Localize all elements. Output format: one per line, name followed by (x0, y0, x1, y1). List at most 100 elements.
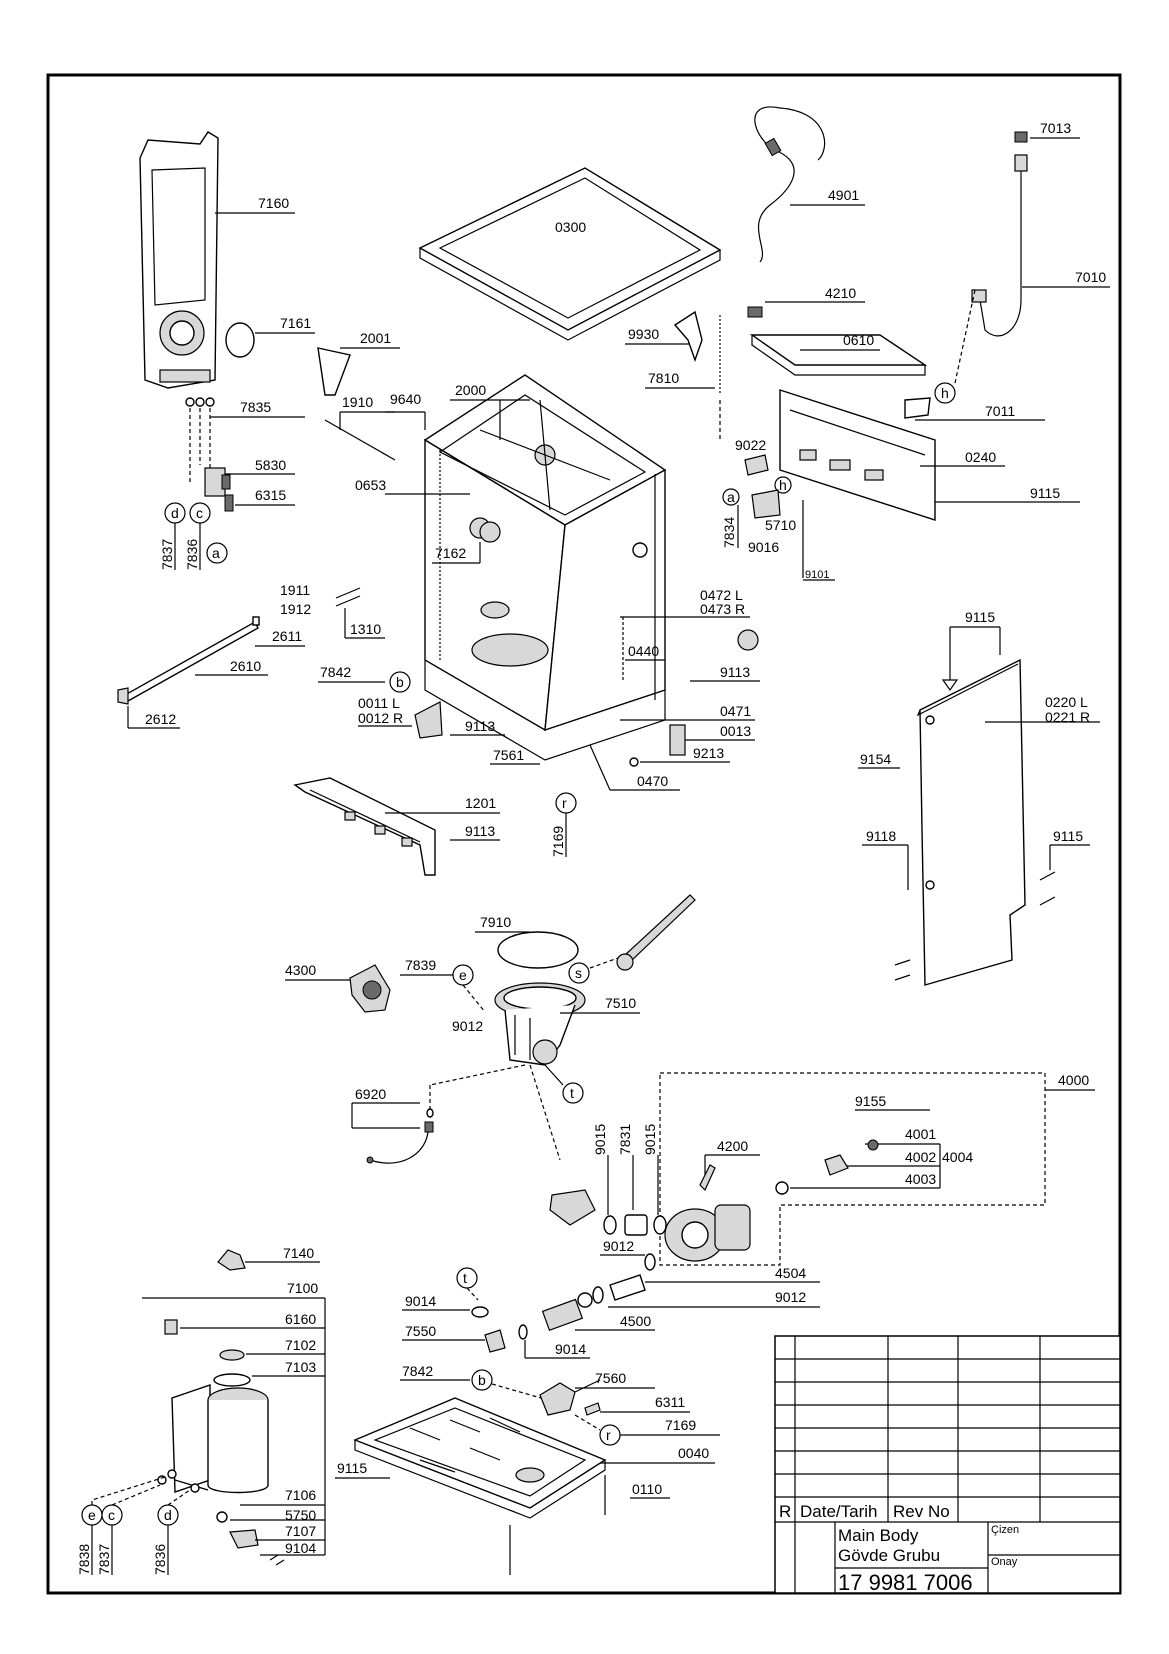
label-0300: 0300 (555, 219, 586, 235)
callout-b1 (389, 671, 411, 693)
part-6311 (584, 1402, 601, 1416)
label-4000: 4000 (1058, 1072, 1089, 1088)
label-7107: 7107 (285, 1523, 316, 1539)
part-sensor-6920 (426, 1108, 434, 1118)
title-drawn-label: Çizen (991, 1524, 1019, 1536)
callout-s1-text: s (575, 965, 582, 981)
label-9022: 9022 (735, 437, 766, 453)
callout-t2-text: t (463, 1270, 467, 1286)
label-7835: 7835 (240, 399, 271, 415)
label-7013: 7013 (1040, 120, 1071, 136)
part-gasket-7910 (497, 931, 579, 969)
label-1910: 1910 (342, 394, 373, 410)
callout-a1 (206, 542, 228, 564)
label-9115a: 9115 (1030, 485, 1060, 501)
part-6160 (164, 1319, 178, 1335)
label-4200: 4200 (717, 1138, 748, 1154)
part-9213 (629, 757, 639, 767)
callout-t1 (562, 1082, 584, 1104)
label-2000: 2000 (455, 382, 486, 398)
label-7161: 7161 (280, 315, 311, 331)
label-0472: 0472 L (700, 587, 743, 603)
part-rail-2610 (117, 616, 260, 705)
part-1310 (335, 587, 361, 607)
label-7510: 7510 (605, 995, 636, 1011)
part-base-tray-0040 (353, 1397, 607, 1519)
part-side-air-panel (139, 131, 219, 407)
callout-b2 (471, 1369, 493, 1391)
callout-d2-text: d (164, 1507, 172, 1523)
label-1201: 1201 (465, 795, 496, 811)
label-9012b: 9012 (603, 1238, 634, 1254)
part-drain-pump-4500 (541, 1292, 593, 1331)
part-bracket-7011 (904, 397, 931, 419)
callout-a2-text: a (727, 489, 735, 505)
label-4300: 4300 (285, 962, 316, 978)
part-4002 (824, 1154, 849, 1176)
label-7102: 7102 (285, 1337, 316, 1353)
label-7011: 7011 (985, 403, 1015, 419)
label-0221: 0221 R (1045, 709, 1090, 725)
label-7810: 7810 (648, 370, 679, 386)
label-7837b: 7837 (96, 1544, 112, 1575)
label-7834: 7834 (721, 517, 737, 548)
part-drain-elbow (549, 1189, 596, 1226)
label-4210: 4210 (825, 285, 856, 301)
label-5710: 5710 (765, 517, 796, 533)
drawing-frame (46, 73, 1122, 1595)
label-2610: 2610 (230, 658, 261, 674)
label-7100: 7100 (287, 1280, 318, 1296)
label-7162: 7162 (435, 545, 466, 561)
label-7160: 7160 (258, 195, 289, 211)
label-7837: 7837 (159, 539, 175, 570)
label-4901: 4901 (828, 187, 859, 203)
label-4002: 4002 (905, 1149, 936, 1165)
label-5830: 5830 (255, 457, 286, 473)
label-4004: 4004 (942, 1149, 973, 1165)
title-block (774, 1335, 1121, 1594)
label-1912: 1912 (280, 601, 311, 617)
part-duct-9930 (673, 310, 703, 363)
part-pump-4300 (349, 964, 391, 1013)
label-7106: 7106 (285, 1487, 316, 1503)
part-sump-7510 (494, 982, 586, 1066)
label-0653: 0653 (355, 477, 386, 493)
label-7842a: 7842 (320, 664, 351, 680)
part-7102 (219, 1349, 245, 1361)
part-seal-ring (225, 322, 255, 358)
label-7839: 7839 (405, 957, 436, 973)
callout-d1-text: d (171, 505, 179, 521)
label-9104: 9104 (285, 1540, 316, 1556)
part-rail-0240 (779, 389, 936, 521)
label-9113a: 9113 (720, 664, 750, 680)
label-0012: 0012 R (358, 710, 403, 726)
part-0011 (414, 701, 443, 739)
label-9015b: 9015 (642, 1124, 658, 1155)
part-7162 (479, 521, 501, 543)
label-6920: 6920 (355, 1086, 386, 1102)
callout-b1-text: b (396, 674, 404, 690)
label-0470: 0470 (637, 773, 668, 789)
callout-e1-text: e (459, 967, 467, 983)
label-0040: 0040 (678, 1445, 709, 1461)
part-tub-body (423, 374, 667, 761)
label-0473: 0473 R (700, 601, 745, 617)
label-9640: 9640 (390, 391, 421, 407)
title-date-label: Date/Tarih (800, 1502, 877, 1521)
label-4003: 4003 (905, 1171, 936, 1187)
label-2611: 2611 (272, 628, 302, 644)
part-7107 (229, 1529, 259, 1549)
title-rev-code: R (779, 1502, 791, 1521)
label-0240: 0240 (965, 449, 996, 465)
label-9115b: 9115 (965, 609, 995, 625)
part-9022 (744, 454, 769, 476)
callout-a2 (722, 488, 740, 506)
label-7831: 7831 (617, 1124, 633, 1155)
label-9115c: 9115 (1053, 828, 1083, 844)
label-0610: 0610 (843, 332, 874, 348)
label-4001: 4001 (905, 1126, 936, 1142)
part-6315 (224, 494, 234, 512)
label-9118: 9118 (866, 828, 896, 844)
label-7010: 7010 (1075, 269, 1106, 285)
